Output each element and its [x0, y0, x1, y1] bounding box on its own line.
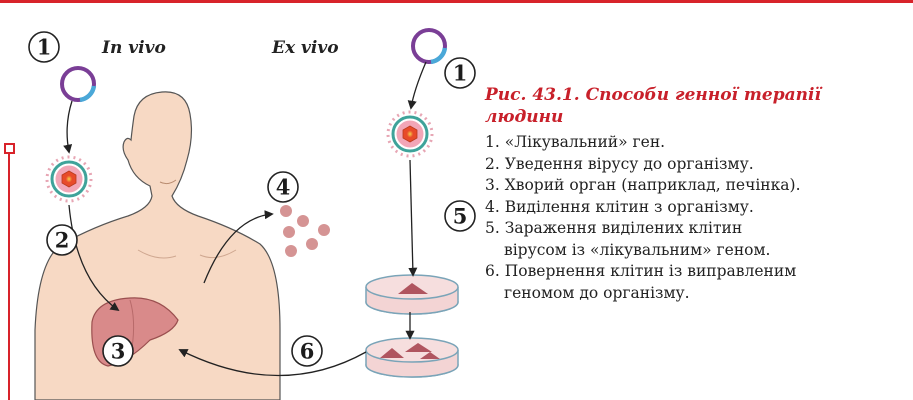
virus-particle-icon-in-vivo	[45, 155, 93, 203]
legend-item: 5. Зараження виділених клітин	[485, 219, 743, 237]
petri-dish-infection	[365, 274, 459, 315]
isolated-cells	[280, 205, 330, 257]
step-marker-5: 5	[444, 200, 476, 232]
process-arrows	[63, 61, 427, 377]
legend-item-continuation: геномом до організму.	[504, 283, 690, 302]
legend-item: 4. Виділення клітин з організму.	[485, 197, 754, 216]
step-marker-6: 6	[291, 335, 323, 367]
step-marker-3: 3	[102, 335, 134, 367]
top-red-rule	[0, 0, 913, 3]
svg-text:6: 6	[300, 339, 315, 364]
svg-text:1: 1	[37, 35, 52, 60]
step-marker-1-in-vivo: 1	[28, 31, 60, 63]
gene-therapy-diagram: 1 2 3 4 5 6 1 In vivo Ex vivo	[28, 0, 476, 400]
legend-item: 3. Хворий орган (наприклад, печінка).	[485, 176, 801, 194]
caption-title-line-2: людини	[485, 107, 564, 127]
svg-text:3: 3	[111, 339, 126, 364]
plasmid-gene-icon-in-vivo	[62, 68, 94, 100]
svg-text:4: 4	[276, 175, 291, 200]
caption-title: Рис. 43.1. Способи генної терапії людини	[485, 84, 910, 128]
left-red-rule	[8, 150, 10, 400]
figure-caption: Рис. 43.1. Способи генної терапії людини…	[485, 84, 910, 304]
label-in-vivo: In vivo	[101, 38, 166, 58]
step-marker-4: 4	[267, 171, 299, 203]
legend-item-continuation: вірусом із «лікувальним» геном.	[504, 240, 771, 259]
svg-text:1: 1	[453, 61, 468, 86]
legend-item: 6. Повернення клітин із виправленим	[485, 262, 797, 280]
plasmid-gene-icon-ex-vivo	[413, 30, 445, 62]
svg-text:2: 2	[55, 228, 70, 253]
petri-dish-corrected-cells	[365, 337, 459, 378]
left-margin-marker	[4, 143, 15, 154]
step-marker-1-ex-vivo: 1	[444, 57, 476, 89]
label-ex-vivo: Ex vivo	[271, 38, 339, 58]
caption-title-line-1: Рис. 43.1. Способи генної терапії	[485, 85, 821, 105]
legend-item: 2. Уведення вірусу до організму.	[485, 154, 754, 173]
legend-item: 1. «Лікувальний» ген.	[485, 133, 666, 151]
virus-particle-icon-ex-vivo	[386, 110, 434, 158]
step-marker-2: 2	[46, 224, 78, 256]
svg-text:5: 5	[453, 204, 468, 229]
caption-legend: 1. «Лікувальний» ген. 2. Уведення вірусу…	[485, 132, 910, 304]
